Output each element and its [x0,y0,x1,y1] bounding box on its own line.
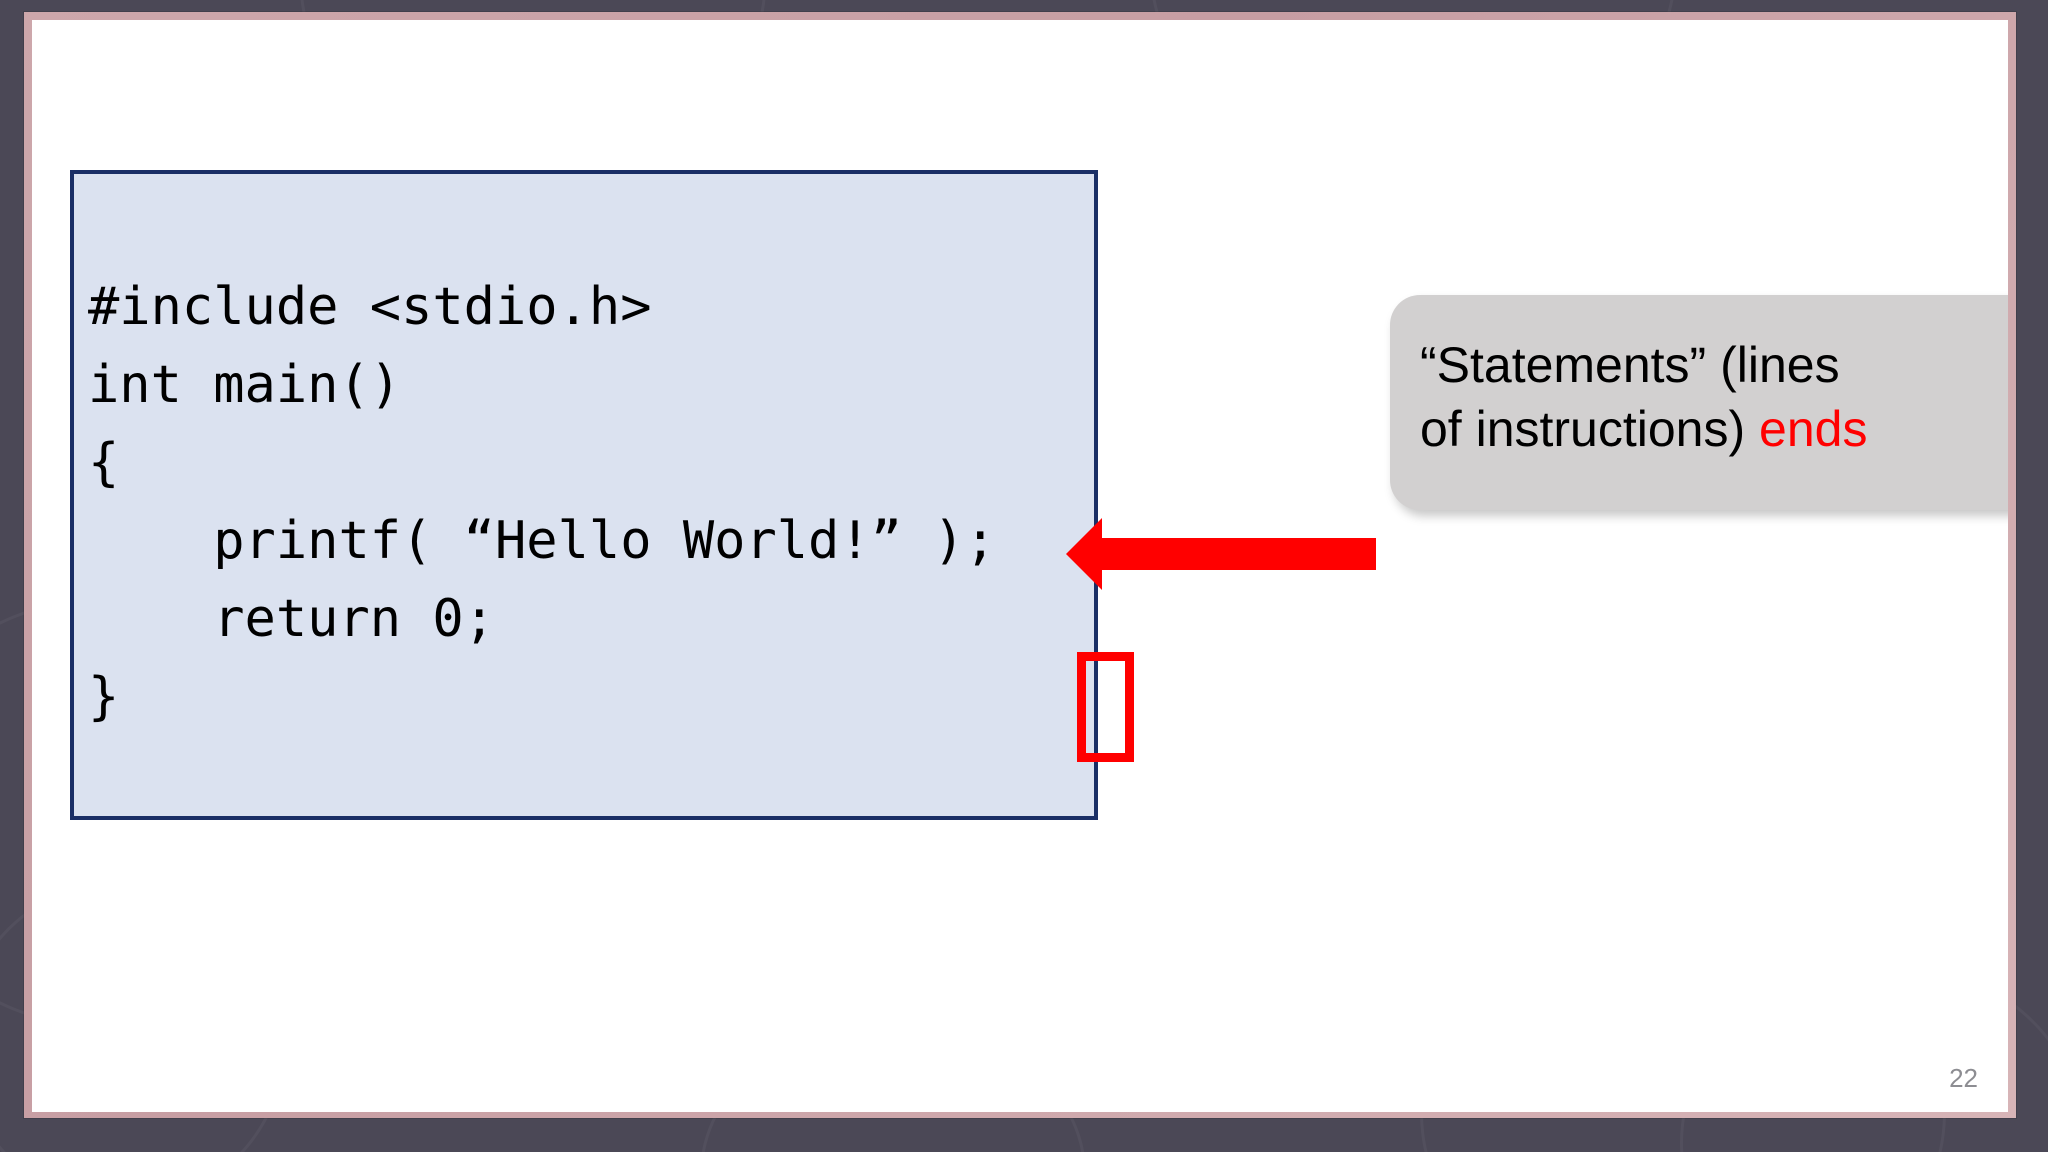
page-number: 22 [1949,1063,1978,1093]
callout-text-line2: of instructions) [1420,401,1760,457]
callout-text-line1: “Statements” (lines [1420,337,1840,393]
slide-canvas: #include <stdio.h> int main() { printf( … [32,20,2008,1112]
semicolon-highlight-box [1077,652,1134,762]
callout-box: “Statements” (lines of instructions) end… [1390,295,2008,510]
code-block: #include <stdio.h> int main() { printf( … [70,170,1134,820]
callout-text-emphasis: ends [1759,401,1868,457]
code-listing: #include <stdio.h> int main() { printf( … [88,277,996,727]
red-arrow-icon [1066,518,1376,590]
callout-text: “Statements” (lines of instructions) end… [1420,333,2008,461]
